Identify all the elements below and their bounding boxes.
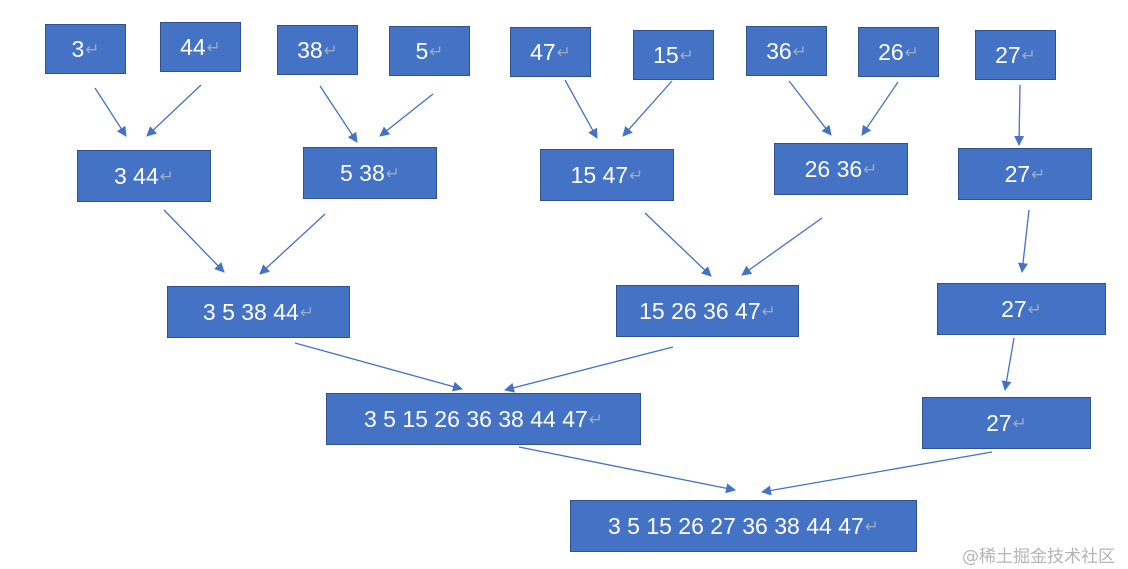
arrow <box>644 212 712 277</box>
return-mark-icon: ↵ <box>1027 299 1042 319</box>
node-label: 27 <box>1004 160 1031 187</box>
node-label: 36 <box>766 37 792 64</box>
node-label: 27 <box>995 41 1021 68</box>
return-mark-icon: ↵ <box>629 165 644 185</box>
node-3-5-38-44: 3 5 38 44↵ <box>167 286 350 338</box>
arrow <box>861 81 899 136</box>
watermark: @稀土掘金技术社区 <box>962 547 1115 567</box>
node-27: 27↵ <box>975 30 1056 80</box>
return-mark-icon: ↵ <box>679 45 694 65</box>
arrow <box>294 342 463 392</box>
arrow <box>564 79 598 139</box>
arrow <box>94 87 127 137</box>
node-label: 47 <box>530 38 556 65</box>
return-mark-icon: ↵ <box>85 39 100 59</box>
return-mark-icon: ↵ <box>1031 164 1046 184</box>
return-mark-icon: ↵ <box>429 41 444 61</box>
arrow <box>146 84 202 137</box>
arrow <box>504 346 674 393</box>
return-mark-icon: ↵ <box>761 301 776 321</box>
node-label: 3 5 15 26 27 36 38 44 47 <box>607 512 864 539</box>
node-5: 5↵ <box>389 26 470 76</box>
return-mark-icon: ↵ <box>1021 45 1036 65</box>
return-mark-icon: ↵ <box>864 516 880 536</box>
node-47: 47↵ <box>510 27 591 77</box>
node-label: 27 <box>1001 295 1027 322</box>
arrow <box>1018 209 1030 273</box>
arrow <box>259 213 326 275</box>
arrow <box>741 217 823 276</box>
node-label: 3 <box>71 35 85 62</box>
return-mark-icon: ↵ <box>299 302 315 322</box>
node-44: 44↵ <box>160 22 241 72</box>
node-label: 38 <box>297 36 323 63</box>
node-final-sorted: 3 5 15 26 27 36 38 44 47↵ <box>570 500 917 552</box>
return-mark-icon: ↵ <box>792 41 807 61</box>
node-label: 15 26 36 47 <box>639 297 761 324</box>
node-label: 15 47 <box>570 161 629 188</box>
arrow <box>761 451 993 496</box>
node-27-level2: 27↵ <box>958 148 1092 200</box>
arrow <box>379 93 434 137</box>
node-label: 3 44 <box>113 162 159 189</box>
node-38: 38↵ <box>277 25 358 75</box>
node-5-38: 5 38↵ <box>303 147 437 199</box>
return-mark-icon: ↵ <box>385 163 400 183</box>
arrow <box>163 209 225 273</box>
node-label: 26 36 <box>804 155 863 182</box>
node-15: 15↵ <box>633 30 714 80</box>
arrow <box>788 80 832 136</box>
node-26: 26↵ <box>858 27 939 77</box>
return-mark-icon: ↵ <box>556 42 571 62</box>
node-3-5-15-26-36-38-44-47: 3 5 15 26 36 38 44 47↵ <box>326 393 641 445</box>
arrow <box>622 80 673 137</box>
node-15-26-36-47: 15 26 36 47↵ <box>616 285 799 337</box>
return-mark-icon: ↵ <box>904 42 919 62</box>
arrow <box>1001 337 1015 391</box>
node-36: 36↵ <box>746 26 827 76</box>
return-mark-icon: ↵ <box>588 409 604 429</box>
arrow <box>518 446 736 494</box>
return-mark-icon: ↵ <box>206 37 221 57</box>
node-label: 3 5 15 26 36 38 44 47 <box>363 405 588 432</box>
node-label: 3 5 38 44 <box>202 298 299 325</box>
arrow <box>1014 84 1025 146</box>
node-label: 44 <box>180 33 206 60</box>
return-mark-icon: ↵ <box>1012 413 1027 433</box>
node-3: 3↵ <box>45 24 126 74</box>
return-mark-icon: ↵ <box>863 159 878 179</box>
node-15-47: 15 47↵ <box>540 149 674 201</box>
arrow <box>319 85 358 143</box>
node-27-level4: 27↵ <box>922 397 1091 449</box>
node-label: 26 <box>878 38 904 65</box>
node-3-44: 3 44↵ <box>77 150 211 202</box>
return-mark-icon: ↵ <box>323 40 338 60</box>
node-label: 15 <box>653 41 679 68</box>
return-mark-icon: ↵ <box>159 166 174 186</box>
node-26-36: 26 36↵ <box>774 143 908 195</box>
node-label: 27 <box>986 409 1012 436</box>
node-label: 5 <box>415 37 429 64</box>
node-label: 5 38 <box>339 159 385 186</box>
node-27-level3: 27↵ <box>937 283 1106 335</box>
arrows <box>94 79 1030 496</box>
